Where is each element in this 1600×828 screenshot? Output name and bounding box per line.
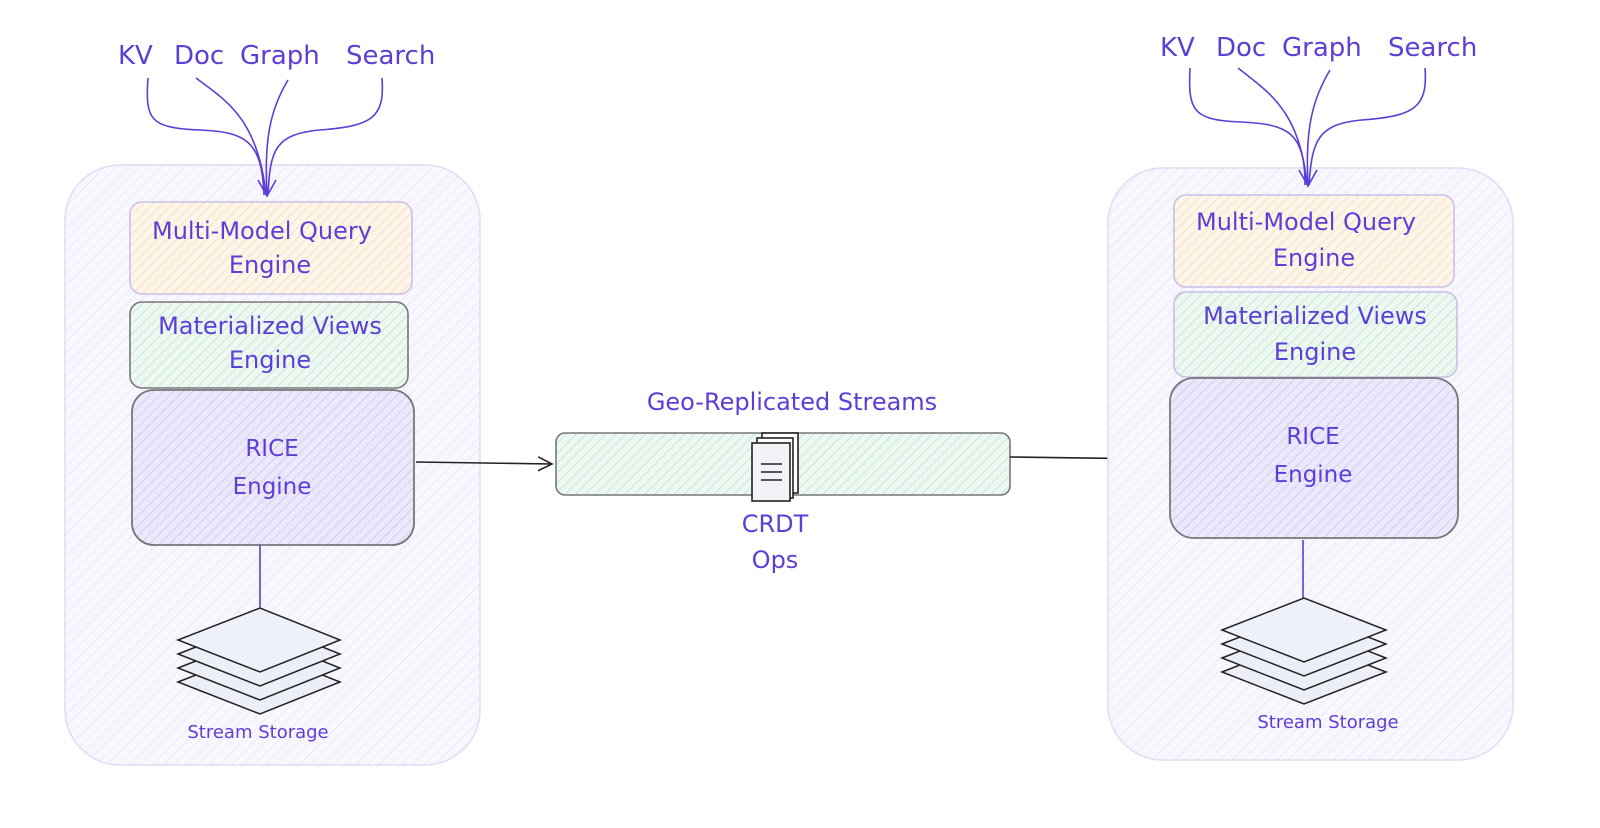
rice-engine-box	[1169, 377, 1459, 539]
crdt-ops-label-line1: CRDT	[742, 510, 809, 538]
query-label-search: Search	[1388, 33, 1477, 63]
rice-engine-label-line2: Engine	[233, 474, 312, 500]
node-right: KV Doc Graph Search Multi-Model Query En…	[1107, 33, 1514, 761]
query-label-kv: KV	[118, 41, 153, 71]
query-engine-label-line2: Engine	[229, 251, 311, 279]
stream-storage-label: Stream Storage	[1257, 712, 1398, 733]
rice-engine-label-line2: Engine	[1274, 462, 1353, 488]
views-engine-label-line1: Materialized Views	[158, 312, 382, 340]
query-engine-label-line1: Multi-Model Query	[1196, 208, 1416, 236]
views-engine-box	[1173, 291, 1458, 378]
document-stack-icon	[751, 432, 799, 502]
stream-storage-label: Stream Storage	[187, 722, 328, 743]
views-engine-box	[129, 301, 409, 389]
geo-replicated-streams: Geo-Replicated Streams CRDT Ops	[555, 388, 1011, 574]
query-engine-box	[129, 201, 413, 295]
query-label-graph: Graph	[1282, 33, 1362, 63]
query-engine-label-line1: Multi-Model Query	[152, 217, 372, 245]
query-connectors	[146, 77, 384, 198]
views-engine-label-line2: Engine	[229, 346, 311, 374]
stream-storage-icon	[175, 607, 343, 715]
stream-title: Geo-Replicated Streams	[647, 388, 937, 416]
node-left: KV Doc Graph Search Multi-Model Query En…	[64, 41, 481, 766]
rice-engine-box	[131, 389, 415, 546]
rice-engine-label-line1: RICE	[1286, 424, 1339, 450]
query-engine-box	[1173, 194, 1455, 288]
query-label-graph: Graph	[240, 41, 320, 71]
query-engine-label-line2: Engine	[1273, 244, 1355, 272]
query-label-doc: Doc	[1216, 33, 1266, 63]
views-engine-label-line2: Engine	[1274, 338, 1356, 366]
crdt-ops-label-line2: Ops	[752, 546, 799, 574]
query-label-search: Search	[346, 41, 435, 71]
arrow-left-to-stream	[415, 462, 552, 464]
query-label-kv: KV	[1160, 33, 1195, 63]
query-connectors	[1188, 67, 1427, 188]
rice-engine-label-line1: RICE	[245, 436, 298, 462]
query-label-doc: Doc	[174, 41, 224, 71]
views-engine-label-line1: Materialized Views	[1203, 302, 1427, 330]
stream-storage-icon	[1219, 597, 1389, 705]
